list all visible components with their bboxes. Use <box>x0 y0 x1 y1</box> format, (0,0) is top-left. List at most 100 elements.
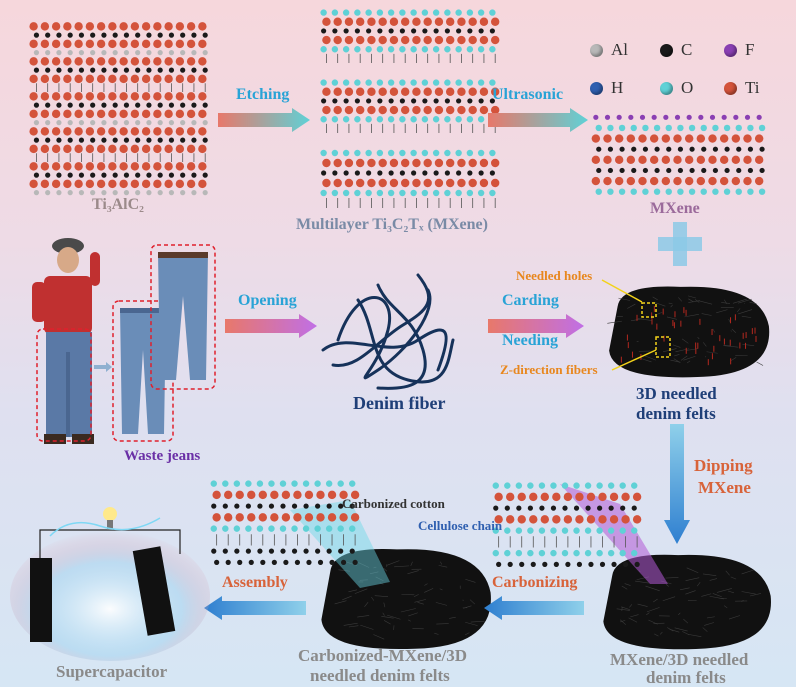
atom-ti <box>401 159 409 167</box>
atom-c <box>588 562 593 567</box>
atom-f <box>757 115 762 120</box>
atom-o <box>478 46 484 52</box>
atom-c <box>292 549 297 554</box>
atom-ti <box>638 156 646 164</box>
atom-o <box>349 480 355 486</box>
atom-ti <box>41 57 49 65</box>
atom-c <box>366 28 371 33</box>
etching-arrow <box>218 108 310 132</box>
atom-ti <box>97 127 105 135</box>
atom-c <box>146 173 151 178</box>
atom-o <box>388 150 394 156</box>
carbonized-cotton-label: Carbonized cotton <box>342 496 445 512</box>
atom-c <box>246 504 251 509</box>
atom-ti <box>236 513 244 521</box>
atom-c <box>68 33 73 38</box>
atom-ti <box>333 106 341 114</box>
atom-o <box>320 150 326 156</box>
atom-c <box>479 28 484 33</box>
atom-c <box>366 98 371 103</box>
atom-ti <box>176 75 184 83</box>
atom-o <box>677 125 683 131</box>
atom-ti <box>212 513 220 521</box>
atom-c <box>479 98 484 103</box>
atom-o <box>422 116 428 122</box>
atom-c <box>434 98 439 103</box>
atom-o <box>654 188 660 194</box>
atom-al <box>79 190 84 195</box>
dipping-label-1: Dipping <box>694 456 753 476</box>
atom-o <box>291 480 297 486</box>
atom-ti <box>198 40 206 48</box>
legend-item-ti: Ti <box>724 78 760 98</box>
atom-ti <box>316 491 324 499</box>
atom-c <box>542 562 547 567</box>
atom-ti <box>97 162 105 170</box>
atom-c <box>505 506 510 511</box>
atom-o <box>455 190 461 196</box>
atom-ti <box>673 156 681 164</box>
atom-ti <box>468 36 476 44</box>
atom-ti <box>164 75 172 83</box>
atom-ti <box>212 491 220 499</box>
atom-ti <box>378 106 386 114</box>
atom-c <box>654 168 659 173</box>
atom-al <box>113 190 118 195</box>
atom-ti <box>390 179 398 187</box>
atom-o <box>320 116 326 122</box>
atom-ti <box>293 513 301 521</box>
atom-ti <box>662 177 670 185</box>
atom-c <box>169 173 174 178</box>
waste-jeans-highlight-box <box>36 328 92 443</box>
atom-ti <box>333 18 341 26</box>
atom-ti <box>108 22 116 30</box>
atom-c <box>79 68 84 73</box>
atom-ti <box>345 36 353 44</box>
atom-c <box>124 138 129 143</box>
atom-o <box>550 550 556 556</box>
atom-o <box>573 550 579 556</box>
atom-al <box>68 50 73 55</box>
atom-ti <box>468 106 476 114</box>
atom-o <box>689 188 695 194</box>
assembly-arrow <box>204 596 306 620</box>
atom-ti <box>457 179 465 187</box>
jeans-small-arrow <box>94 362 112 372</box>
atom-ti <box>697 177 705 185</box>
atom-c <box>180 68 185 73</box>
atom-c <box>113 138 118 143</box>
atom-o <box>388 46 394 52</box>
atom-ti <box>97 40 105 48</box>
atom-ti <box>198 57 206 65</box>
atom-ti <box>662 134 670 142</box>
atom-ti <box>732 177 740 185</box>
atom-c <box>422 28 427 33</box>
atom-c <box>528 506 533 511</box>
atom-o <box>320 190 326 196</box>
atom-o <box>343 79 349 85</box>
atom-ti <box>86 127 94 135</box>
atom-c <box>79 33 84 38</box>
atom-o <box>257 525 263 531</box>
atom-c <box>283 560 288 565</box>
atom-c <box>577 562 582 567</box>
atom-c <box>377 170 382 175</box>
atom-ti <box>52 110 60 118</box>
atom-ti <box>627 177 635 185</box>
atom-c <box>562 506 567 511</box>
atom-o <box>489 9 495 15</box>
atom-o <box>573 527 579 533</box>
atom-ti <box>293 491 301 499</box>
atom-c <box>479 170 484 175</box>
atom-ti <box>29 162 37 170</box>
atom-c <box>280 504 285 509</box>
atom-ti <box>316 513 324 521</box>
atom-c <box>269 504 274 509</box>
atom-c <box>666 147 671 152</box>
atom-ti <box>142 22 150 30</box>
atom-c <box>701 147 706 152</box>
atom-ti <box>198 75 206 83</box>
atom-c <box>355 98 360 103</box>
atom-ti <box>345 88 353 96</box>
atom-c <box>467 98 472 103</box>
